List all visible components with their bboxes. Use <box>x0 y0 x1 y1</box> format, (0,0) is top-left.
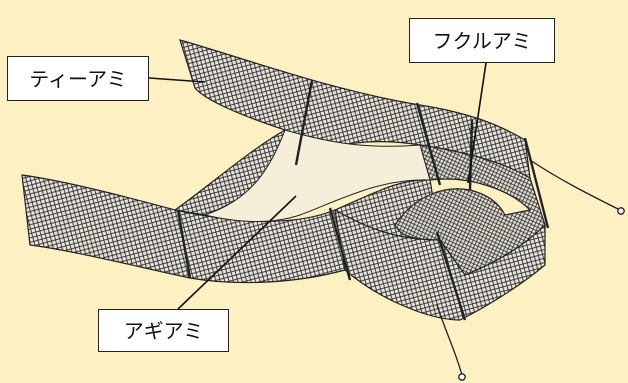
agi-ami-label: アギアミ <box>98 309 229 352</box>
fukuru-ami-label: フクルアミ <box>409 18 555 63</box>
tii-ami-label: ティーアミ <box>7 56 149 101</box>
fukuru-ami-net-panel <box>394 144 546 276</box>
middle-net-panel <box>203 129 431 222</box>
net-poles <box>176 79 550 321</box>
leader-lines <box>148 62 487 310</box>
lower-bag-net-panel <box>334 208 546 321</box>
anchor-ropes <box>436 159 625 381</box>
